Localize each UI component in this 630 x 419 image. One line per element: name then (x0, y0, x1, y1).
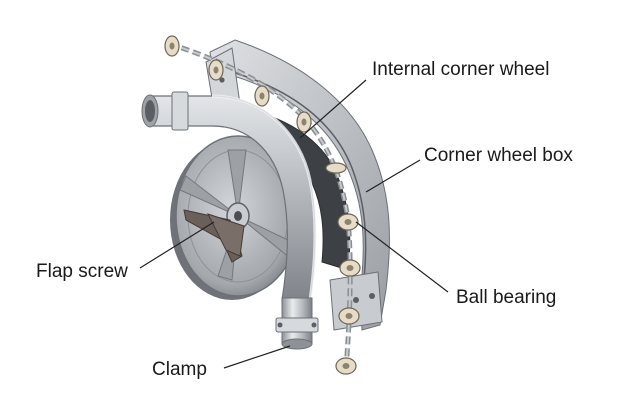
flap-screw-part (183, 209, 245, 263)
label-internal-corner-wheel: Internal corner wheel (372, 59, 550, 80)
corner-wheel-box-housing (205, 39, 390, 331)
label-clamp: Clamp (152, 359, 207, 380)
leader-line-flap-screw (139, 221, 215, 269)
leader-line-ball-bearing (355, 221, 449, 293)
bearing (208, 59, 224, 81)
curved-pipe (141, 91, 319, 350)
bearing (254, 85, 270, 107)
bearing (164, 35, 180, 57)
bearing (337, 213, 359, 231)
leader-line-clamp (223, 345, 291, 369)
bearing (296, 111, 312, 133)
bearing (339, 259, 361, 277)
label-flap-screw: Flap screw (36, 261, 128, 282)
bearing (338, 307, 360, 325)
leader-line-internal-corner-wheel (299, 79, 367, 139)
leader-line-corner-wheel-box (365, 159, 421, 193)
label-ball-bearing: Ball bearing (456, 287, 557, 308)
label-corner-wheel-box: Corner wheel box (424, 145, 573, 166)
bearing (325, 162, 347, 174)
chain-with-bearings (164, 35, 361, 375)
bearing (335, 357, 357, 375)
